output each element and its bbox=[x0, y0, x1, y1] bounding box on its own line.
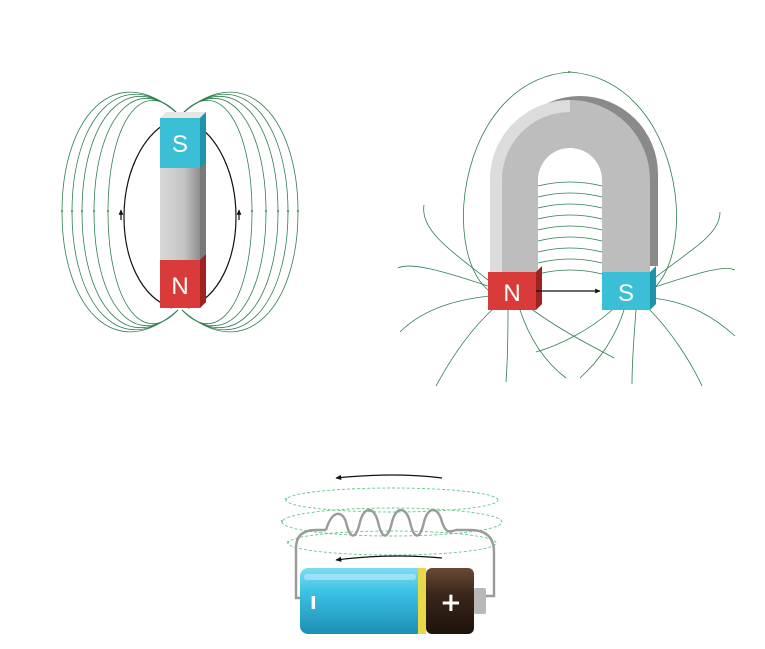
horseshoe-field-line bbox=[529, 307, 615, 359]
bar-field-line bbox=[181, 95, 280, 329]
horseshoe-gap-line bbox=[537, 236, 603, 242]
bar-field-line bbox=[70, 93, 179, 331]
horseshoe-field-line bbox=[651, 211, 721, 281]
bar-field-line bbox=[106, 100, 179, 324]
bar-inner-loop-right bbox=[187, 119, 237, 309]
horseshoe-field-line bbox=[651, 268, 736, 289]
horseshoe-field-line bbox=[397, 265, 489, 287]
battery-negative-label: I bbox=[310, 593, 317, 614]
horseshoe-field-line bbox=[423, 204, 489, 281]
horseshoe-gap-line bbox=[537, 247, 603, 253]
horseshoe-gap-line bbox=[537, 214, 603, 220]
battery-positive-label: + bbox=[440, 588, 462, 618]
current-arrow-top bbox=[335, 474, 443, 481]
horseshoe-field-line bbox=[519, 309, 567, 379]
horseshoe-gap-line bbox=[537, 269, 603, 275]
bar-field-line bbox=[181, 91, 300, 333]
coil-field-ellipse bbox=[284, 487, 499, 513]
horseshoe-field-lines bbox=[397, 70, 736, 387]
horseshoe-outer-arc bbox=[463, 70, 677, 291]
bar-inner-loop-left bbox=[123, 119, 173, 309]
coil-icon bbox=[294, 508, 496, 600]
horseshoe-field-line bbox=[535, 309, 613, 353]
coil-field-ellipse bbox=[286, 530, 497, 556]
horseshoe-gap-line bbox=[537, 192, 603, 198]
horseshoe-field-line bbox=[631, 309, 637, 385]
bar-magnet-diagram: S N bbox=[60, 91, 300, 333]
bar-top-pole-label: S bbox=[172, 131, 188, 158]
horseshoe-magnet-diagram: N S bbox=[397, 70, 736, 387]
horseshoe-gap-line bbox=[537, 225, 603, 231]
bar-field-line bbox=[80, 95, 179, 329]
battery-icon: I + bbox=[300, 568, 486, 634]
horseshoe-left-pole-label: N bbox=[503, 280, 520, 307]
horseshoe-field-line bbox=[579, 309, 625, 379]
bar-field-line bbox=[60, 91, 179, 333]
horseshoe-right-pole-label: S bbox=[618, 280, 634, 307]
horseshoe-field-line bbox=[435, 307, 495, 387]
horseshoe-field-line bbox=[399, 295, 491, 333]
bar-magnet-field-lines bbox=[60, 91, 300, 333]
horseshoe-gap-line bbox=[537, 258, 603, 264]
horseshoe-field-line bbox=[505, 309, 509, 383]
bar-field-line bbox=[181, 100, 254, 324]
bar-magnet-icon: S N bbox=[160, 112, 206, 308]
horseshoe-gap-line bbox=[537, 203, 603, 209]
coil-field-lines bbox=[280, 487, 503, 556]
horseshoe-gap-line bbox=[537, 181, 603, 187]
coil-field-ellipse bbox=[280, 507, 503, 537]
bar-field-line bbox=[181, 93, 290, 331]
horseshoe-magnet-icon: N S bbox=[488, 96, 658, 310]
battery-coil-diagram: I + bbox=[280, 474, 503, 634]
bar-bottom-pole-label: N bbox=[171, 273, 188, 300]
horseshoe-field-line bbox=[647, 307, 703, 387]
current-arrow-bottom bbox=[335, 555, 443, 562]
horseshoe-field-line bbox=[651, 297, 736, 337]
bar-field-line bbox=[181, 98, 268, 326]
bar-field-line bbox=[92, 98, 179, 326]
